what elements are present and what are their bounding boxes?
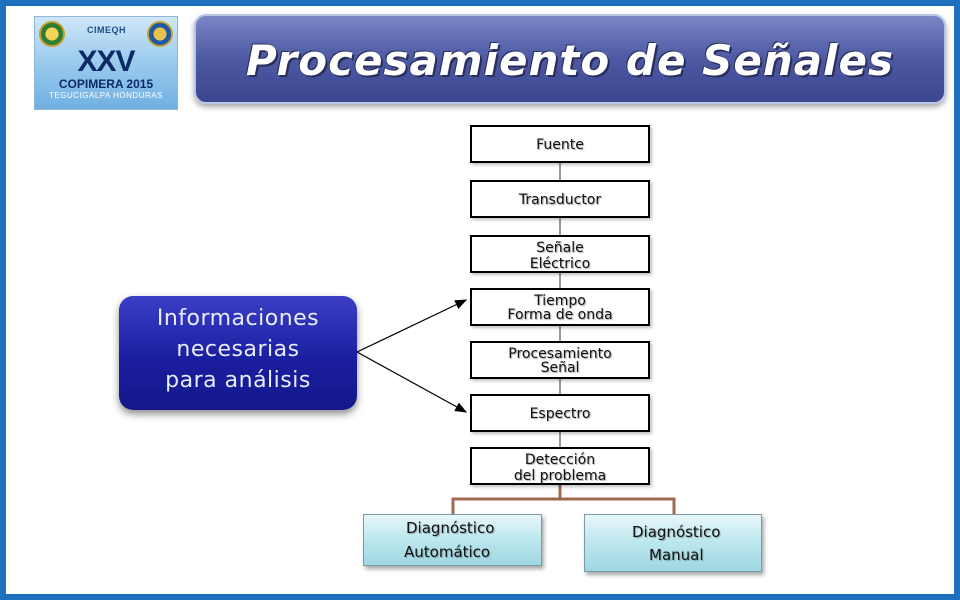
page-title: Procesamiento de Señales [246,36,894,85]
logo-city: TEGUCIGALPA HONDURAS [49,91,163,100]
flow-box-label: Transductor [518,192,602,208]
flow-box-fuente: Fuente [470,125,650,163]
flow-box-tiempo: Tiempo Forma de onda [470,288,650,326]
arrow-to-espectro [356,351,468,413]
flow-box-label: Fuente [536,137,584,153]
flow-box-deteccion: Detección del problema [470,447,650,485]
flow-box-transductor: Transductor [470,180,650,218]
callout-line: necesarias [176,337,300,362]
right-seal-icon [147,21,173,47]
flow-box-label: Señale [536,240,584,256]
copimera-logo: CIMEQH XXV COPIMERA 2015 TEGUCIGALPA HON… [34,16,178,110]
flow-box-label: Eléctrico [529,256,591,272]
flow-box-label: Tiempo [534,293,586,309]
diag-label: Diagnóstico [406,519,495,537]
flow-box-label: Señal [540,360,580,376]
branch-connector [451,485,676,516]
diag-label: Diagnóstico [632,523,721,541]
title-banner: Procesamiento de Señales [194,14,946,104]
flow-box-espectro: Espectro [470,394,650,432]
left-seal-icon [39,21,65,47]
flow-box-senale: Señale Eléctrico [470,235,650,273]
flow-box-label: Procesamiento [508,346,612,362]
info-callout: Informaciones necesarias para análisis [119,296,357,410]
logo-event: COPIMERA 2015 [58,77,154,91]
diag-label: Manual [649,546,704,564]
callout-line: Informaciones [156,306,320,331]
diagnostico-automatico-box: Diagnóstico Automático [363,514,542,566]
arrow-to-tiempo [356,299,468,353]
flow-box-label: Forma de onda [507,307,613,323]
flow-box-label: del problema [513,468,607,484]
diagnostico-manual-box: Diagnóstico Manual [584,514,762,572]
flow-box-label: Espectro [529,406,591,422]
logo-roman: XXV [77,45,135,78]
callout-line: para análisis [165,368,311,393]
logo-brand: CIMEQH [87,25,126,35]
flow-box-label: Detección [524,452,596,468]
diag-label: Automático [404,543,491,561]
flow-box-procesamiento: Procesamiento Señal [470,341,650,379]
